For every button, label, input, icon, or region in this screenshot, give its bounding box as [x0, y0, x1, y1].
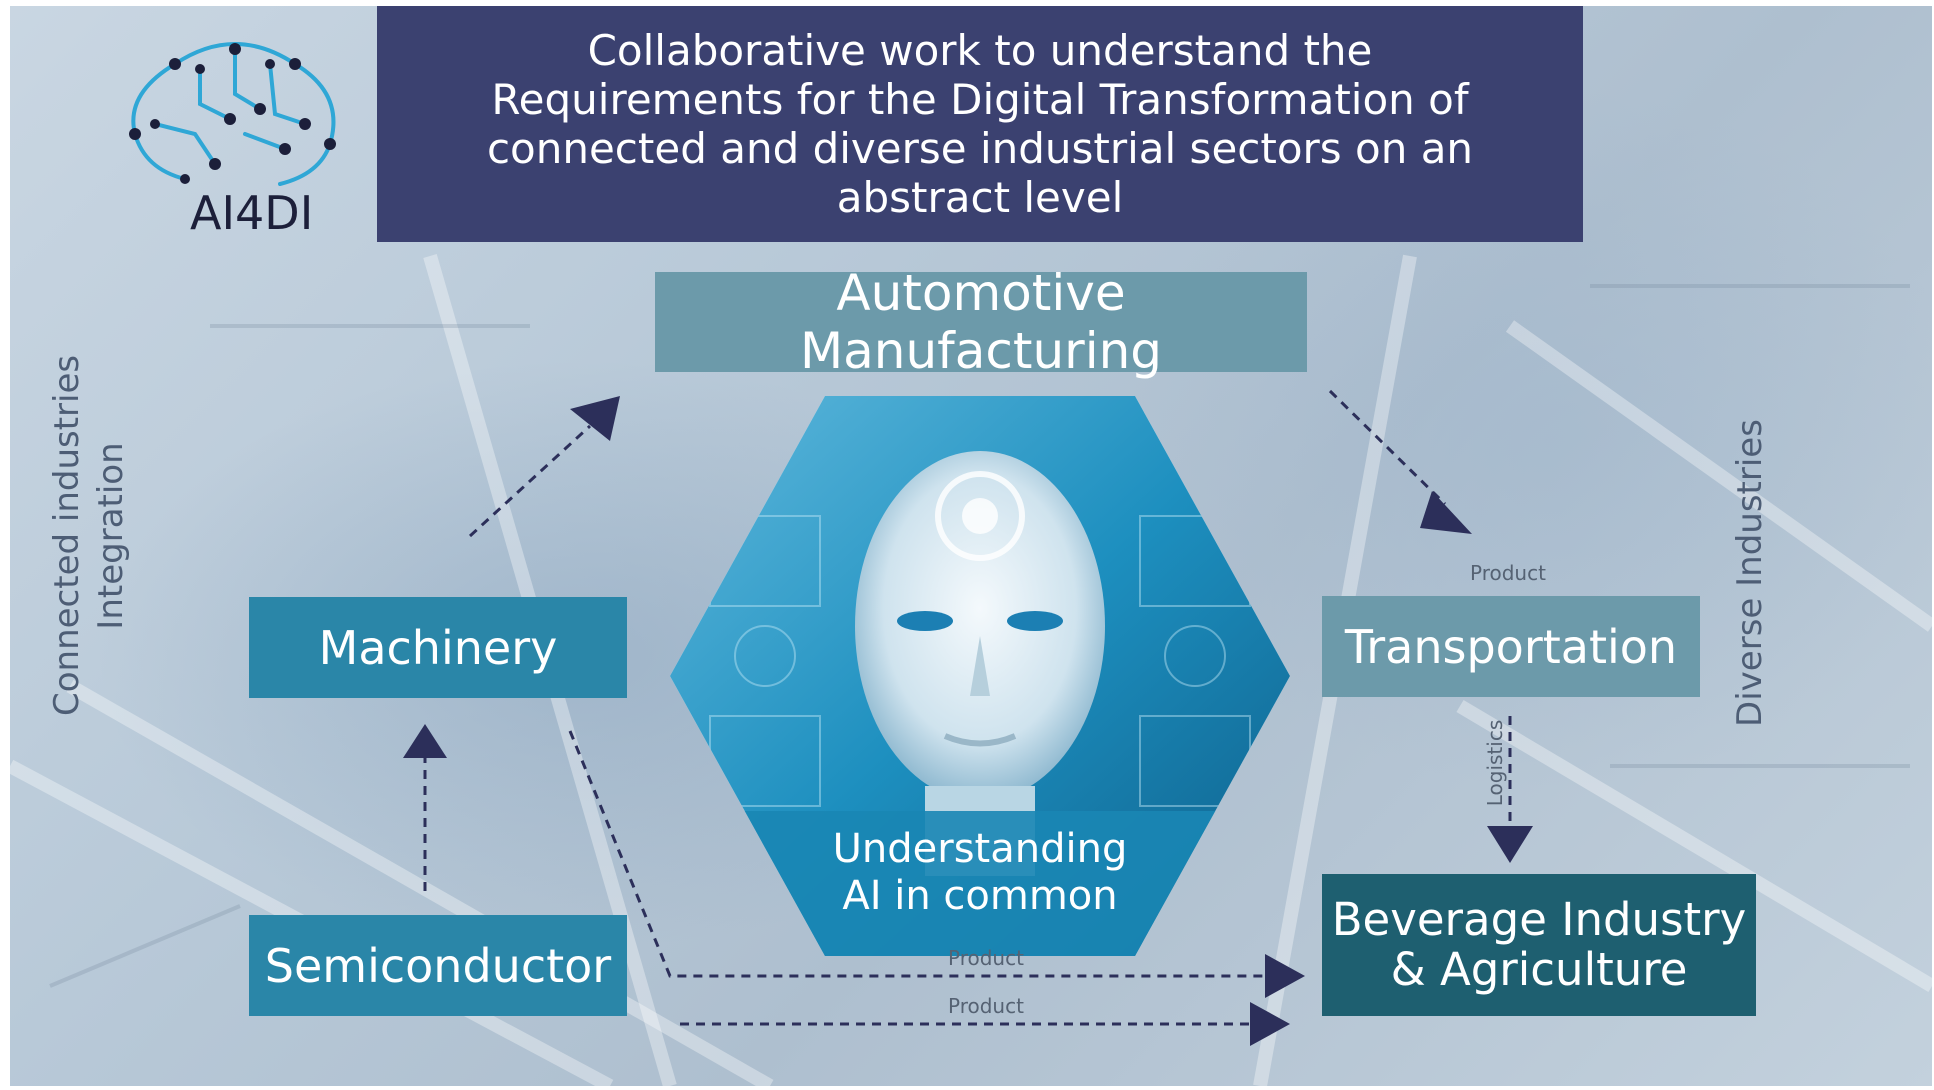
center-caption: Understanding AI in common [790, 826, 1170, 920]
title-line-2: Requirements for the Digital Transformat… [491, 75, 1469, 124]
ai4di-logo: AI4DI [129, 42, 336, 236]
node-semiconductor: Semiconductor [249, 915, 627, 1016]
title-banner: Collaborative work to understand the Req… [377, 6, 1583, 242]
node-beverage-line-1: Beverage Industry [1331, 893, 1747, 946]
connected-industries-line-2: Integration [91, 442, 131, 630]
node-beverage-line-2: & Agriculture [1390, 943, 1688, 996]
connected-industries-line-1: Connected industries [47, 354, 87, 716]
edge-label-product-top: Product [1470, 561, 1546, 585]
edge-label-product-machinery: Product [948, 946, 1024, 970]
edge-label-product-semiconductor: Product [948, 994, 1024, 1018]
connected-industries-label: Connected industries Integration [45, 354, 145, 716]
title-line-1: Collaborative work to understand the [587, 26, 1373, 75]
node-machinery: Machinery [249, 597, 627, 698]
node-transportation: Transportation [1322, 596, 1700, 697]
title-line-4: abstract level [836, 173, 1124, 222]
diverse-industries-label: Diverse Industries [1730, 419, 1770, 727]
diagram-canvas: AI4DI Collaborative work to understand t… [10, 6, 1932, 1086]
edge-label-logistics: Logistics [1483, 719, 1507, 807]
node-automotive-manufacturing: Automotive Manufacturing [655, 264, 1307, 380]
logo-text: AI4DI [190, 186, 313, 236]
center-caption-line-2: AI in common [842, 873, 1118, 919]
center-caption-line-1: Understanding [832, 826, 1128, 872]
node-beverage-agriculture: Beverage Industry & Agriculture [1322, 874, 1756, 1016]
title-line-3: connected and diverse industrial sectors… [486, 124, 1474, 173]
